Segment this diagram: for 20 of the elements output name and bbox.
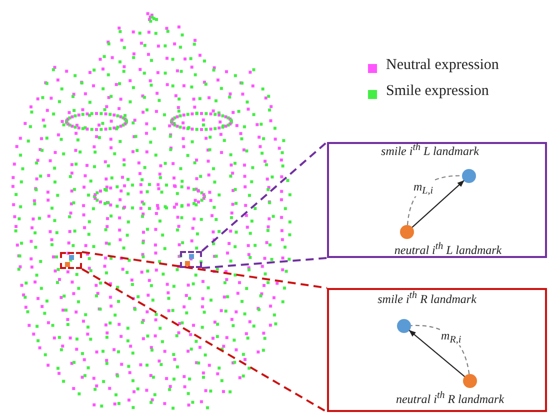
landmark-label: smile i$^{th}$ L landmark: [381, 142, 479, 159]
landmark-label: neutral i$^{th}$ R landmark: [396, 390, 504, 407]
edge-label: m$_{L,i}$: [412, 178, 434, 196]
zoom-line: [202, 257, 328, 269]
landmark-dot: [397, 319, 411, 333]
landmark-dot: [463, 374, 477, 388]
dashed-arc: [410, 324, 470, 374]
zoom-panel: [327, 142, 547, 258]
legend-label: Smile expression: [386, 83, 489, 100]
zoom-line: [201, 141, 328, 252]
landmark-dot: [400, 225, 414, 239]
landmark-label: smile i$^{th}$ R landmark: [378, 290, 476, 307]
zoom-line: [82, 251, 328, 289]
legend-label: Neutral expression: [386, 57, 499, 74]
arrow: [408, 330, 465, 377]
edge-label: m$_{R,i}$: [440, 328, 462, 346]
landmark-dot: [462, 169, 476, 183]
landmark-label: neutral i$^{th}$ L landmark: [394, 241, 502, 258]
zoom-panel: [327, 288, 547, 412]
zoom-line: [82, 268, 328, 413]
